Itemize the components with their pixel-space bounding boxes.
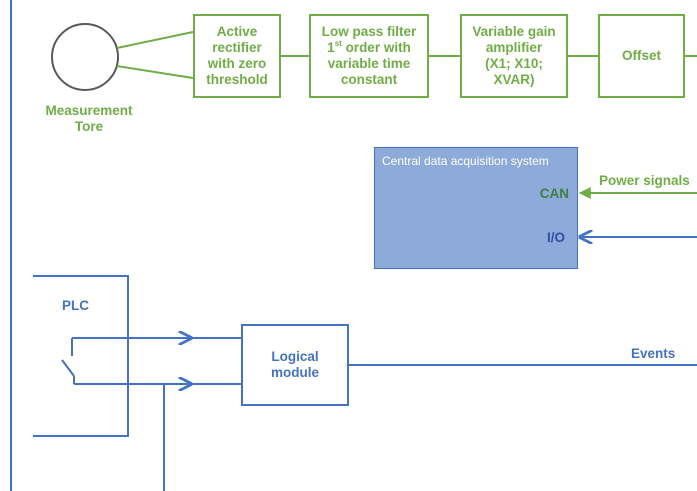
filter-line1: Low pass filter bbox=[321, 24, 417, 39]
power-signals-label: Power signals bbox=[599, 173, 690, 188]
filter-line2: 1st order with bbox=[322, 38, 417, 56]
plc-label: PLC bbox=[62, 298, 89, 313]
events-label: Events bbox=[631, 346, 676, 361]
filter-order-rest: order with bbox=[341, 40, 411, 55]
filter-line4: constant bbox=[340, 72, 398, 87]
offset-block: Offset bbox=[598, 14, 685, 98]
rectifier-line1: Active bbox=[216, 24, 258, 39]
daq-can-port: CAN bbox=[539, 186, 569, 201]
tore-wire-top bbox=[116, 31, 194, 49]
amplifier-line2: amplifier bbox=[485, 40, 543, 55]
filter-line3: variable time bbox=[327, 56, 411, 71]
filter-order-suffix: st bbox=[334, 38, 342, 48]
tore-wire-bottom bbox=[116, 65, 194, 79]
logical-module-block: Logical module bbox=[241, 324, 349, 406]
rectifier-line3: with zero bbox=[207, 56, 267, 71]
low-pass-filter-block: Low pass filter 1st order with variable … bbox=[309, 14, 429, 98]
rectifier-line4: threshold bbox=[206, 72, 268, 87]
amplifier-line1: Variable gain bbox=[472, 24, 556, 39]
amplifier-line4: XVAR) bbox=[493, 72, 535, 87]
logical-module-line2: module bbox=[270, 365, 319, 380]
filter-order-number: 1 bbox=[327, 40, 335, 55]
measurement-tore-label: Measurement Tore bbox=[36, 103, 142, 135]
offset-label: Offset bbox=[621, 48, 661, 63]
switch-blade bbox=[61, 359, 75, 377]
measurement-label-line2: Tore bbox=[74, 119, 104, 134]
active-rectifier-block: Active rectifier with zero threshold bbox=[193, 14, 281, 98]
measurement-tore-circle bbox=[51, 23, 119, 91]
daq-io-port: I/O bbox=[546, 230, 565, 245]
rectifier-line2: rectifier bbox=[212, 40, 262, 55]
logical-module-line1: Logical bbox=[271, 349, 319, 364]
amplifier-line3: (X1; X10; bbox=[485, 56, 543, 71]
daq-title: Central data acquisition system bbox=[382, 154, 549, 168]
variable-gain-amplifier-block: Variable gain amplifier (X1; X10; XVAR) bbox=[460, 14, 568, 98]
measurement-label-line1: Measurement bbox=[45, 103, 133, 118]
plc-bracket bbox=[33, 275, 129, 437]
central-daq-block: Central data acquisition system CAN I/O bbox=[374, 147, 578, 269]
